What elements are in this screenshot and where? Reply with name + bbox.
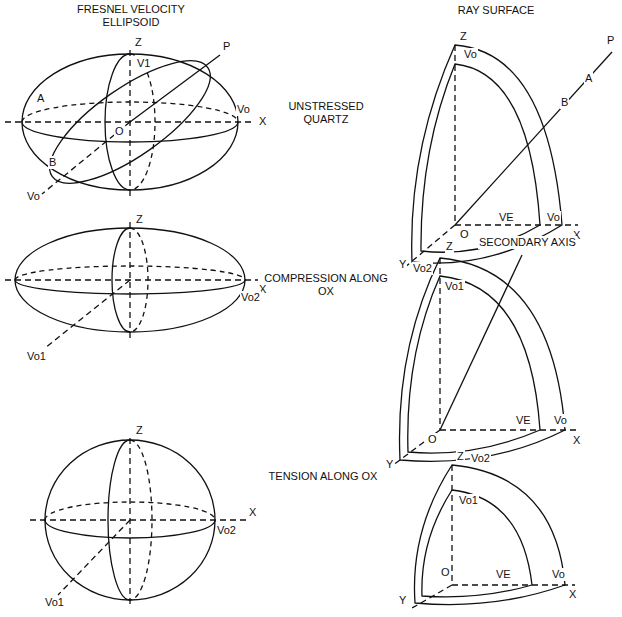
caption-label: UNSTRESSED QUARTZ [265, 100, 387, 125]
axis-label: Vo1 [44, 596, 65, 609]
axis-label: Z [456, 450, 465, 463]
axis-label: Vo [463, 48, 478, 61]
axis-label: Z [135, 213, 144, 226]
axis-label: A [584, 72, 593, 85]
caption-label: RAY SURFACE [440, 4, 552, 17]
axis-label: B [560, 96, 569, 109]
axis-label: Vo [26, 190, 41, 203]
axis-label: P [606, 34, 615, 47]
axis-label: SECONDARY AXIS [478, 236, 577, 249]
caption-label: COMPRESSION ALONG OX [260, 272, 392, 297]
axis-label: Z [459, 30, 468, 43]
axis-label: Vo1 [458, 494, 479, 507]
axis-label: Vo1 [444, 280, 465, 293]
axis-label: P [222, 40, 231, 53]
axis-label: Vo2 [470, 452, 491, 465]
axis-label: Z [445, 240, 454, 253]
axis-label: X [258, 115, 267, 128]
axis-label: Z [135, 424, 144, 437]
axis-label: X [248, 506, 257, 519]
axis-label: O [459, 228, 470, 241]
axis-label: O [427, 433, 438, 446]
axis-label: X [568, 588, 577, 601]
axis-label: Y [385, 458, 394, 471]
axis-label: Vo [553, 414, 568, 427]
caption-label: TENSION ALONG OX [262, 470, 384, 483]
axis-label: VE [498, 211, 515, 224]
axis-label: Vo2 [240, 291, 261, 304]
axis-label: Y [398, 258, 407, 271]
axis-label: Y [398, 594, 407, 607]
axis-label: O [440, 566, 451, 579]
axis-label: V1 [136, 57, 151, 70]
axis-label: X [572, 434, 581, 447]
axis-label: Z [134, 36, 143, 49]
caption-label: FRESNEL VELOCITY ELLIPSOID [55, 3, 207, 28]
axis-label: Vo2 [216, 524, 237, 537]
axis-label: A [36, 92, 45, 105]
axis-label: VE [515, 414, 532, 427]
axis-label: Vo [551, 568, 566, 581]
axis-label: B [48, 156, 57, 169]
axis-label: O [114, 125, 125, 138]
axis-label: VE [495, 568, 512, 581]
axis-label: Vo [546, 211, 561, 224]
axis-label: Vo [236, 103, 251, 116]
axis-label: Vo1 [26, 350, 47, 363]
axis-label: Vo2 [412, 262, 433, 275]
